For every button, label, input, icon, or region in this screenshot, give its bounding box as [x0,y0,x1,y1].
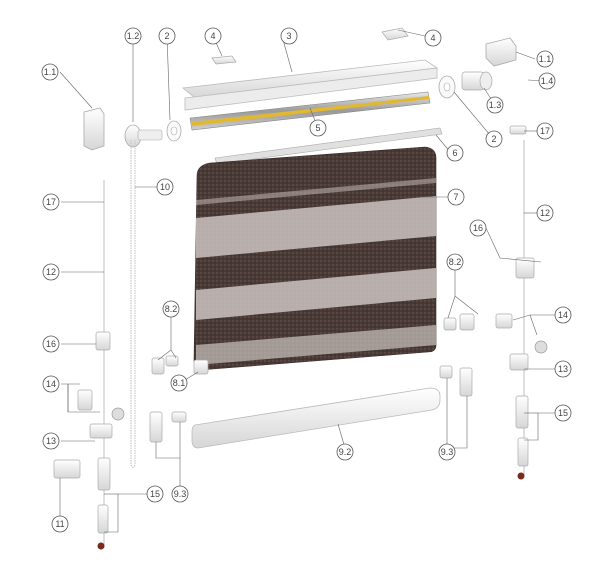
label-13-right: 13 [554,360,572,378]
label-15-right: 15 [554,404,572,422]
label-text: 2 [164,31,169,41]
right-bracket-1-1 [485,37,517,67]
label-text: 4 [210,31,215,41]
label-4-left: 4 [204,27,222,45]
label-9-2: 9.2 [336,443,354,461]
label-9-3-left: 9.3 [171,485,189,503]
label-12-left: 12 [42,263,60,281]
label-text: 17 [540,126,550,136]
right-end-cap-1-3 [461,71,493,91]
label-14-left: 14 [42,375,60,393]
label-text: 13 [558,364,568,374]
left-end-cap-1-2 [124,124,163,148]
label-text: 9.2 [339,447,352,457]
label-text: 1.1 [539,54,552,64]
label-text: 9.3 [174,489,187,499]
label-8-1: 8.1 [170,374,188,392]
label-text: 1.1 [44,67,57,77]
left-washer-2 [166,120,182,142]
label-8-2-right: 8.2 [446,253,464,271]
label-text: 16 [473,223,483,233]
label-text: 8.2 [449,257,462,267]
label-5: 5 [309,119,327,137]
label-text: 16 [46,339,56,349]
label-text: 1.4 [541,76,554,86]
label-text: 9.3 [441,447,454,457]
label-text: 8.2 [165,304,178,314]
label-text: 1.2 [127,31,140,41]
label-3: 3 [280,27,298,45]
right-cord-parts [495,125,548,480]
fabric-clips [149,313,475,443]
label-1-1-left: 1.1 [41,63,59,81]
label-text: 3 [286,31,291,41]
label-1-4: 1.4 [538,72,556,90]
label-text: 1.3 [489,100,502,110]
left-bracket-1-1 [83,107,105,151]
label-text: 11 [55,519,64,529]
label-12-right: 12 [536,204,554,222]
label-text: 8.1 [173,378,186,388]
label-4-right: 4 [424,29,442,47]
roller-tube [189,91,431,131]
label-2-left: 2 [158,27,176,45]
bead-chain-10 [130,140,136,469]
label-text: 17 [46,197,56,207]
label-text: 14 [46,379,56,389]
label-text: 12 [540,208,550,218]
label-16-left: 16 [42,335,60,353]
bottom-rail [191,387,441,449]
label-text: 14 [558,310,568,320]
label-15-left: 15 [146,485,164,503]
label-8-2-left: 8.2 [162,300,180,318]
label-10: 10 [156,178,174,196]
label-1-1-right: 1.1 [536,50,554,68]
label-text: 6 [452,148,457,158]
label-text: 7 [453,192,458,202]
label-text: 12 [46,267,56,277]
label-17-left: 17 [42,193,60,211]
clip-4-left [211,55,237,65]
label-1-2: 1.2 [124,27,142,45]
label-text: 5 [315,123,320,133]
label-13-left: 13 [42,432,60,450]
label-text: 15 [150,489,160,499]
label-14-right: 14 [554,306,572,324]
label-text: 2 [491,134,496,144]
label-9-3-right: 9.3 [438,443,456,461]
label-11: 11 [51,515,69,533]
label-7: 7 [447,188,465,206]
label-2-right: 2 [485,130,503,148]
label-text: 15 [558,408,568,418]
left-cord-parts [53,331,125,550]
label-1-3: 1.3 [486,96,504,114]
label-text: 4 [430,33,435,43]
right-washer-2 [438,75,456,99]
label-16-right: 16 [469,219,487,237]
label-text: 13 [46,436,56,446]
top-profile-strip [214,127,443,165]
zebra-fabric [193,146,437,371]
label-17-right: 17 [536,122,554,140]
label-text: 10 [160,182,170,192]
clip-4-right [381,27,409,41]
headrail-cassette [182,59,439,111]
label-6: 6 [446,144,464,162]
